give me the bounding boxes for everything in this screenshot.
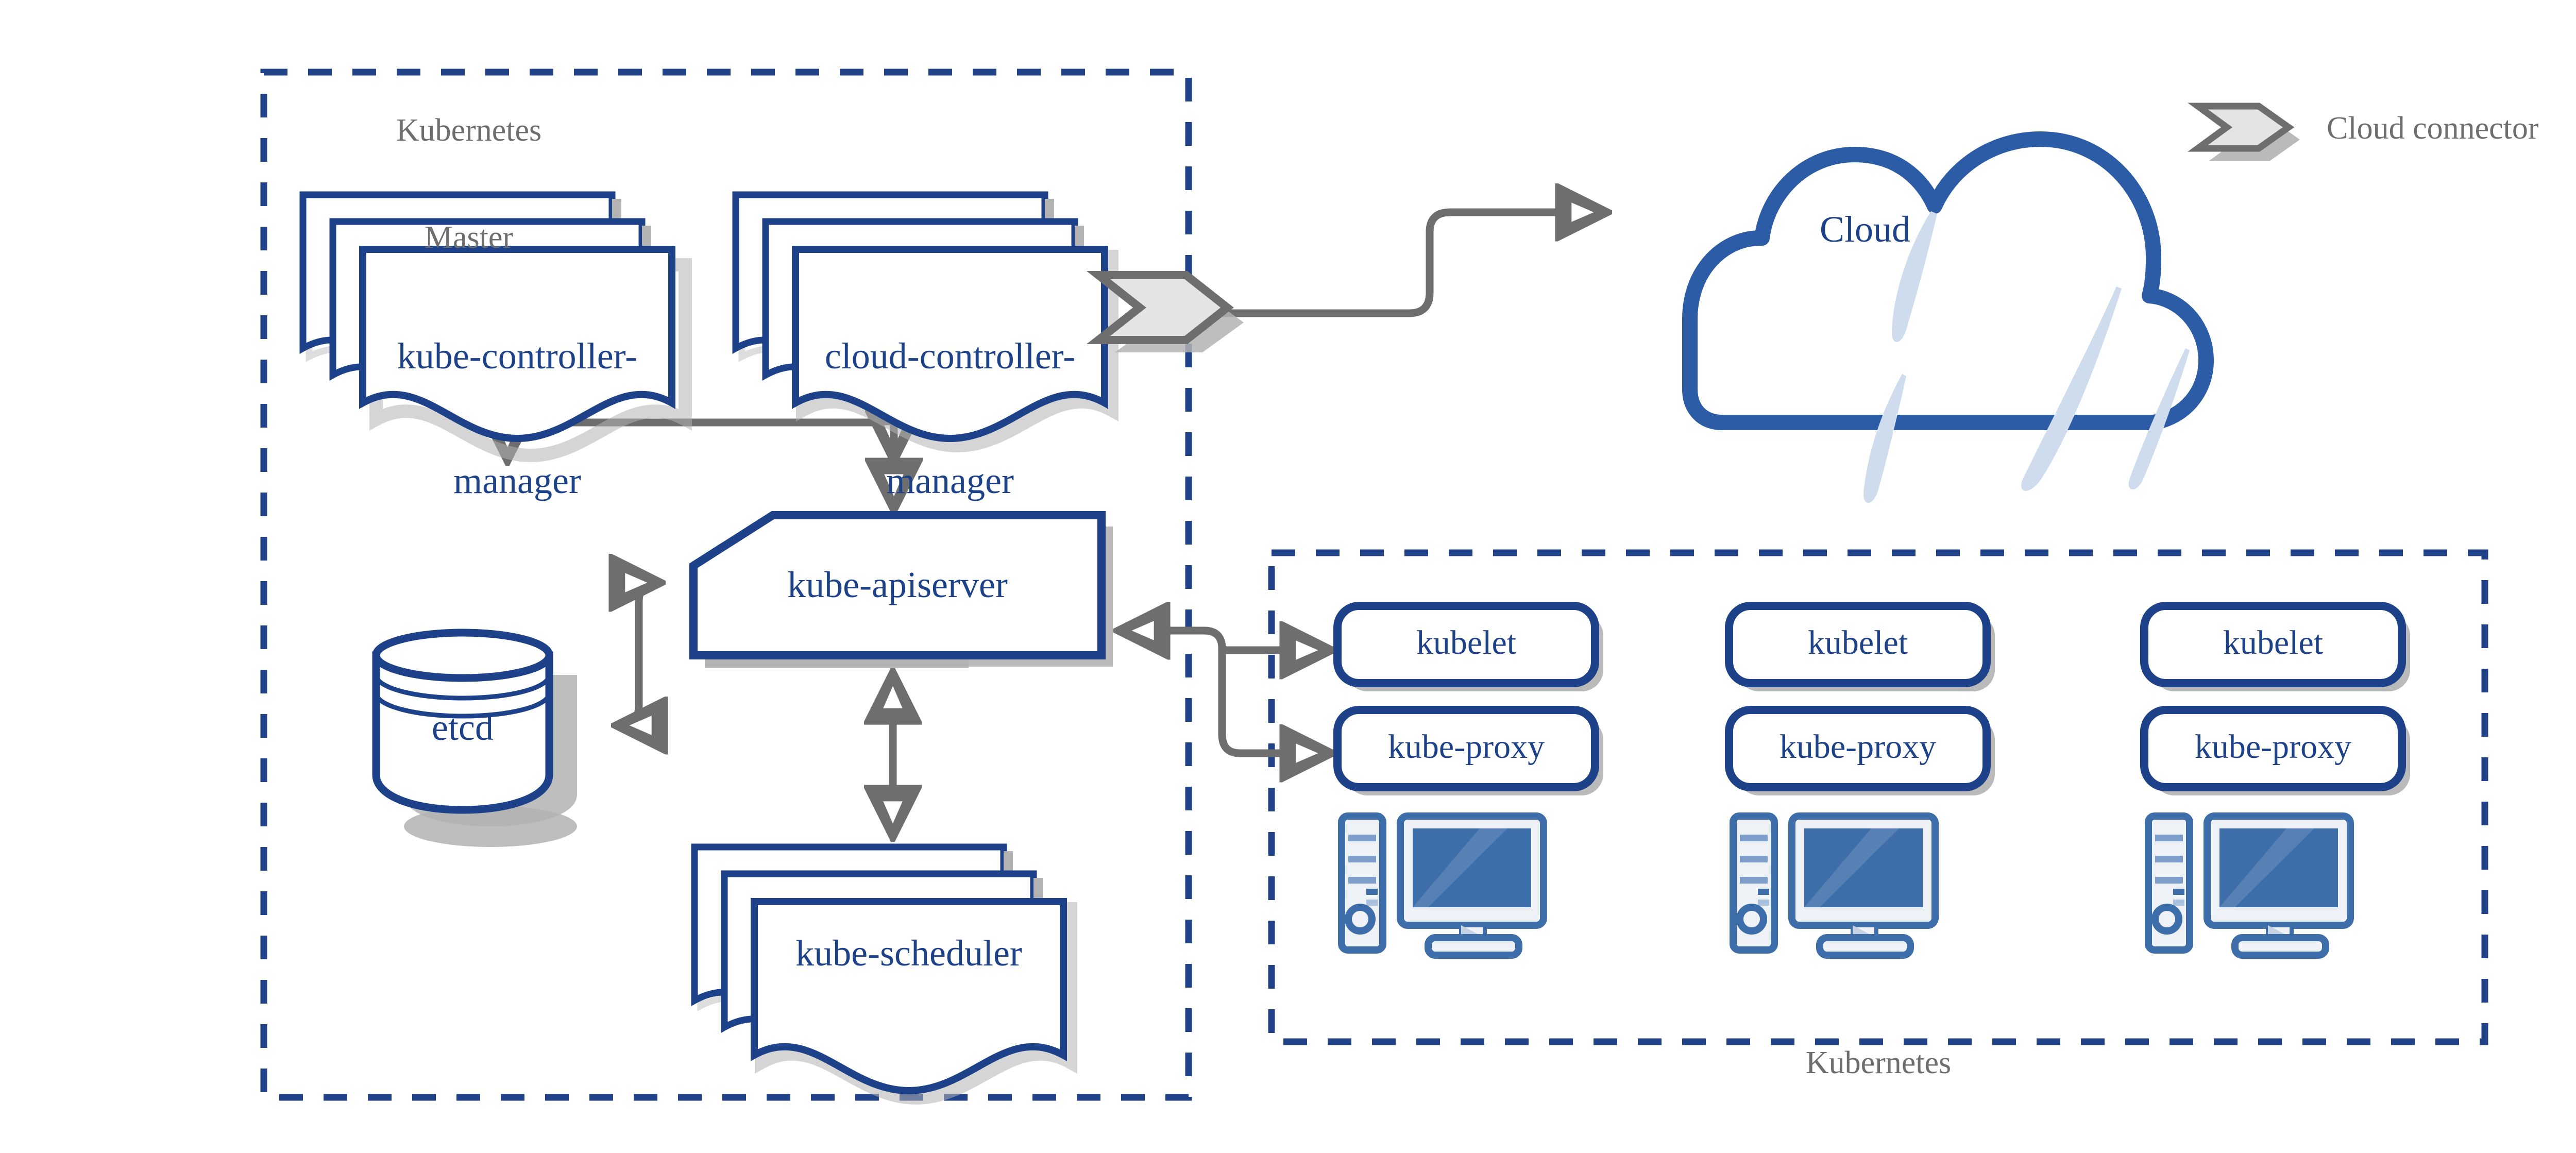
node-kube-apiserver[interactable] [689, 511, 1113, 668]
node-kube-controller-manager[interactable] [299, 191, 692, 463]
minion-1-computer-icon [1338, 812, 1547, 959]
connector-apiserver-minions-trunk [1121, 631, 1226, 734]
node-etcd[interactable] [372, 629, 577, 847]
node-cloud[interactable] [1682, 131, 2214, 503]
minion-3-kube-proxy-box[interactable] [2140, 706, 2410, 795]
minion-2 [1725, 602, 1995, 959]
connector-cloud-controller-to-cloud [1199, 212, 1605, 317]
group-kubernetes-master-box [260, 69, 1192, 1101]
minion-1 [1333, 602, 1603, 959]
node-kube-scheduler[interactable] [691, 843, 1077, 1105]
minion-3-kubelet-box[interactable] [2140, 602, 2410, 691]
minion-2-kubelet-box[interactable] [1725, 602, 1995, 691]
cloud-highlight [1863, 211, 2190, 503]
minion-2-kube-proxy-box[interactable] [1725, 706, 1995, 795]
connector-trunk-to-kube-proxy [1218, 734, 1329, 753]
minion-1-kube-proxy-box[interactable] [1333, 706, 1603, 795]
minion-2-computer-icon [1730, 812, 1939, 959]
connector-apiserver-to-etcd [618, 583, 658, 725]
group-kubernetes-minions-box [1268, 549, 2488, 1045]
node-cloud-controller-manager[interactable] [732, 191, 1118, 453]
minion-1-kubelet-box[interactable] [1333, 602, 1603, 691]
cloud-connector-icon [1086, 271, 1244, 352]
legend-cloud-connector-icon [2188, 103, 2300, 161]
minion-3-computer-icon [2145, 812, 2354, 959]
minion-3 [2140, 602, 2410, 959]
